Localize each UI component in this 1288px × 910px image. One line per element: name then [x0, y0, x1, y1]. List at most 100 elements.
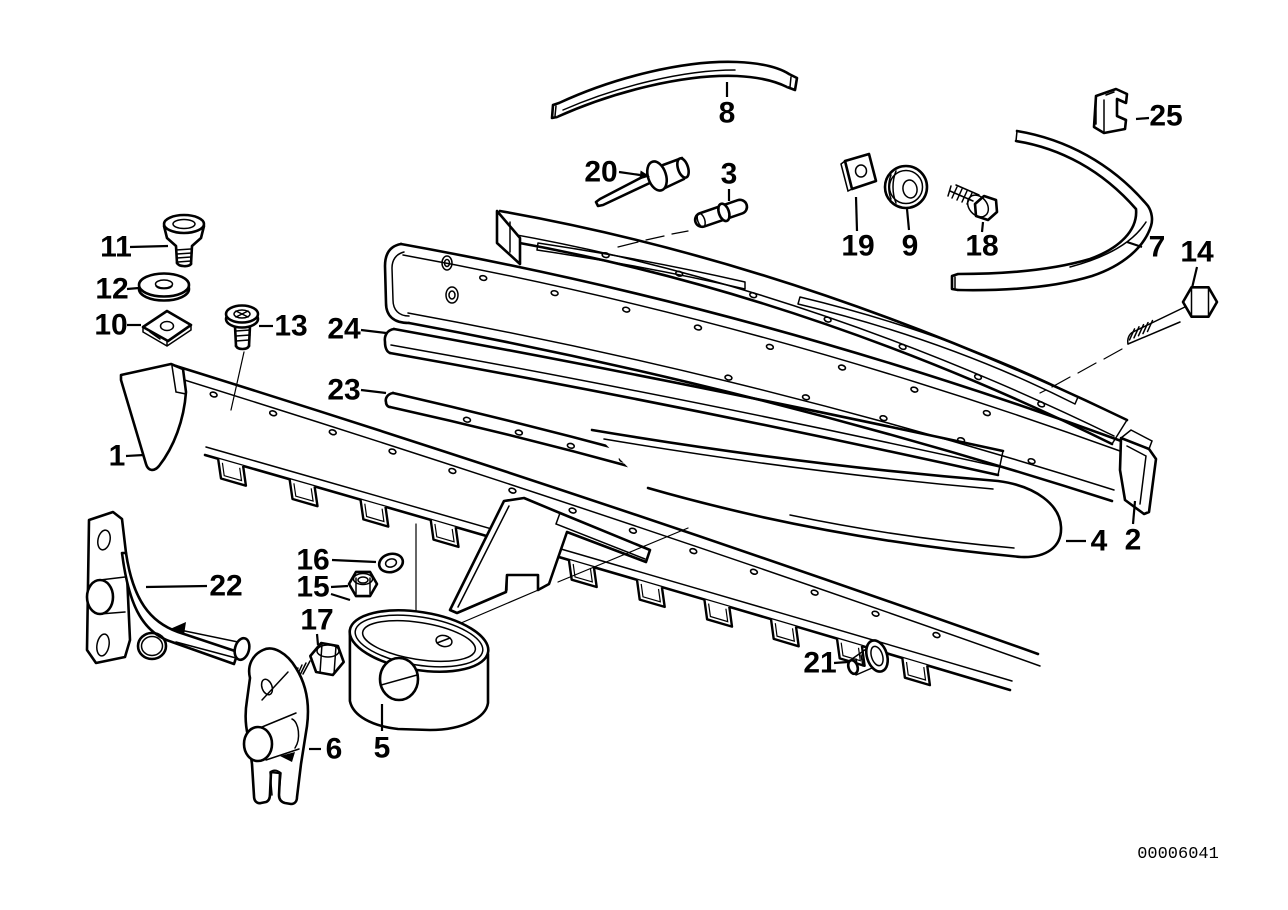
callout-label-14[interactable]: 14 [1180, 236, 1214, 269]
part-25-clamp [1092, 87, 1129, 135]
part-2-side-piece [1118, 429, 1158, 516]
hole-mark [879, 414, 888, 422]
callout-label-17[interactable]: 17 [300, 604, 333, 637]
part-3-pin [693, 198, 749, 229]
callout-13: 13 [259, 310, 308, 343]
callout-label-22[interactable]: 22 [209, 570, 242, 603]
callout-label-7[interactable]: 7 [1149, 231, 1166, 264]
leader-line [854, 196, 859, 232]
callout-22: 22 [145, 570, 243, 603]
part-11-countersunk-screw [162, 213, 206, 268]
callout-label-5[interactable]: 5 [374, 732, 391, 765]
leader-line [1190, 266, 1199, 289]
part-24-upper-moulding [383, 327, 1005, 477]
callout-label-9[interactable]: 9 [902, 230, 919, 263]
hole-mark [871, 610, 880, 617]
callout-5: 5 [374, 704, 391, 765]
callout-label-1[interactable]: 1 [109, 440, 126, 473]
callout-label-11[interactable]: 11 [100, 231, 132, 264]
part-8-trim-strip [550, 60, 799, 120]
hole-mark [508, 487, 517, 494]
callout-label-16[interactable]: 16 [296, 544, 329, 577]
callout-21: 21 [803, 647, 849, 680]
callout-label-18[interactable]: 18 [965, 230, 998, 263]
hole-mark [514, 429, 524, 436]
callout-18: 18 [965, 221, 999, 263]
callout-label-15[interactable]: 15 [296, 571, 329, 604]
part-15-hex-nut [347, 570, 379, 598]
leader-line [126, 286, 140, 291]
hole-mark [448, 467, 457, 475]
callout-label-12[interactable]: 12 [95, 273, 128, 306]
hole-mark [724, 374, 733, 381]
carrier-tooth-inner [905, 661, 927, 681]
callout-label-23[interactable]: 23 [327, 374, 360, 407]
part-10-clip-nut [141, 309, 193, 347]
callout-label-4[interactable]: 4 [1091, 525, 1108, 558]
part-6-fork-bracket [242, 647, 310, 806]
part-16-washer [377, 552, 405, 574]
callout-label-20[interactable]: 20 [584, 156, 617, 189]
hole-mark [462, 416, 472, 423]
hole-mark [749, 568, 759, 576]
carrier-tooth [635, 579, 666, 609]
part-13-screw [224, 304, 260, 351]
hole-mark [932, 631, 941, 639]
callout-12: 12 [95, 273, 140, 306]
callout-label-25[interactable]: 25 [1149, 100, 1182, 133]
hole-mark [566, 442, 576, 449]
hole-mark [910, 386, 919, 393]
leader-line [330, 584, 349, 589]
hole-mark [823, 316, 832, 323]
callout-label-13[interactable]: 13 [274, 310, 307, 343]
leader-line [129, 244, 169, 249]
callouts: 1234567891011121314151617181920212223242… [94, 82, 1214, 766]
hole-mark [837, 364, 847, 371]
part-9-grommet [883, 164, 929, 210]
hole-mark [268, 410, 278, 417]
hole-mark [748, 291, 758, 299]
callout-3: 3 [721, 158, 738, 201]
hole-mark [550, 289, 559, 297]
callout-label-21[interactable]: 21 [803, 647, 836, 680]
carrier-tooth-inner [572, 563, 594, 583]
direction-arrow [170, 622, 186, 635]
callout-19: 19 [841, 196, 875, 263]
leader-line [360, 328, 387, 335]
leader-arrowhead [639, 170, 650, 180]
carrier-tooth-inner [708, 603, 729, 623]
part-14-hex-bolt [1127, 286, 1219, 345]
document-number: 00006041 [1137, 845, 1219, 864]
callout-15: 15 [296, 571, 351, 604]
hole-mark [810, 589, 819, 596]
callout-6: 6 [309, 733, 342, 766]
part-22-bracket [85, 510, 251, 666]
leader-line [330, 592, 351, 602]
callout-label-10[interactable]: 10 [94, 309, 127, 342]
leader-line [1131, 500, 1137, 525]
part-1-bumper-carrier [119, 362, 1041, 692]
leader-line [980, 221, 985, 233]
callout-9: 9 [902, 208, 919, 263]
carrier-tooth-inner [221, 462, 243, 482]
callout-label-3[interactable]: 3 [721, 158, 738, 191]
carrier-tooth-inner [640, 583, 662, 603]
part-17-hex-bolt [290, 641, 345, 678]
callout-label-2[interactable]: 2 [1125, 524, 1142, 557]
carrier-tooth [288, 479, 319, 508]
callout-24: 24 [327, 313, 387, 346]
callout-7: 7 [1126, 231, 1166, 264]
carrier-support-bracket [448, 496, 652, 615]
callout-label-8[interactable]: 8 [719, 97, 736, 130]
hole-mark [765, 343, 775, 351]
callout-label-19[interactable]: 19 [841, 230, 874, 263]
carrier-tooth [567, 559, 598, 589]
carrier-tooth [429, 519, 460, 549]
hole-mark [478, 274, 488, 282]
part-4-bumper [590, 428, 1063, 559]
callout-label-6[interactable]: 6 [326, 733, 343, 766]
callout-label-24[interactable]: 24 [327, 313, 361, 346]
leader-line [315, 633, 320, 646]
